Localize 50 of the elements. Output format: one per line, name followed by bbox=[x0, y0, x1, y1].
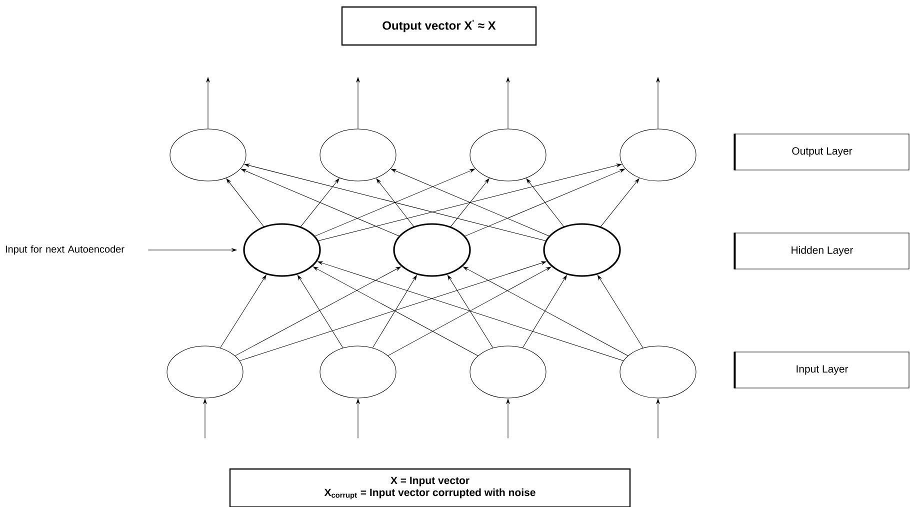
arrow bbox=[598, 275, 644, 348]
hidden-neuron-circle bbox=[543, 223, 621, 277]
layer-label-box: Hidden Layer bbox=[734, 232, 910, 270]
arrow bbox=[526, 178, 564, 227]
arrow bbox=[318, 164, 622, 242]
arrow bbox=[372, 275, 417, 348]
arrow bbox=[656, 398, 660, 438]
arrow bbox=[239, 261, 546, 362]
layer-label-box: Output Layer bbox=[734, 134, 910, 170]
arrow bbox=[318, 261, 624, 362]
arrow bbox=[388, 266, 552, 356]
hidden-neuron-circle bbox=[393, 223, 471, 277]
neuron-circle bbox=[320, 346, 396, 398]
neuron-circle bbox=[166, 346, 244, 398]
neuron-circle bbox=[470, 128, 546, 182]
arrow bbox=[506, 77, 510, 129]
annotation-text: Input for next Autoencoder bbox=[6, 245, 124, 255]
neuron-circle bbox=[620, 128, 696, 182]
arrow bbox=[656, 77, 660, 129]
arrow bbox=[464, 168, 625, 236]
arrow bbox=[448, 275, 494, 348]
arrow bbox=[234, 266, 401, 356]
arrow bbox=[450, 178, 490, 227]
arrow bbox=[241, 168, 400, 236]
neuron-circle bbox=[170, 128, 246, 182]
arrow bbox=[356, 398, 360, 438]
arrow bbox=[463, 266, 628, 356]
arrow bbox=[298, 275, 344, 348]
layer-label-box: Input Layer bbox=[734, 352, 910, 388]
arrow bbox=[522, 275, 567, 348]
arrow bbox=[206, 77, 210, 129]
arrow bbox=[600, 178, 640, 227]
arrow bbox=[506, 398, 510, 438]
arrow bbox=[203, 398, 207, 438]
arrow bbox=[300, 178, 340, 227]
neuron-circle bbox=[470, 346, 546, 398]
arrow bbox=[244, 164, 546, 241]
input-vector-box: X = Input vector X$_{corrupt}$ = Input vector corrupted with noise bbox=[229, 468, 631, 507]
arrow bbox=[314, 168, 475, 236]
output-vector-box: Output vector X$^{'}$ ≈ X bbox=[341, 6, 537, 46]
arrow bbox=[148, 248, 237, 252]
arrow bbox=[356, 77, 360, 129]
arrow bbox=[220, 274, 266, 348]
arrow bbox=[313, 266, 478, 356]
neuron-circle bbox=[620, 346, 696, 398]
arrow bbox=[391, 168, 550, 236]
arrow bbox=[376, 178, 414, 227]
neuron-circle bbox=[320, 128, 396, 182]
arrow bbox=[226, 178, 264, 227]
hidden-neuron-circle bbox=[243, 223, 321, 277]
